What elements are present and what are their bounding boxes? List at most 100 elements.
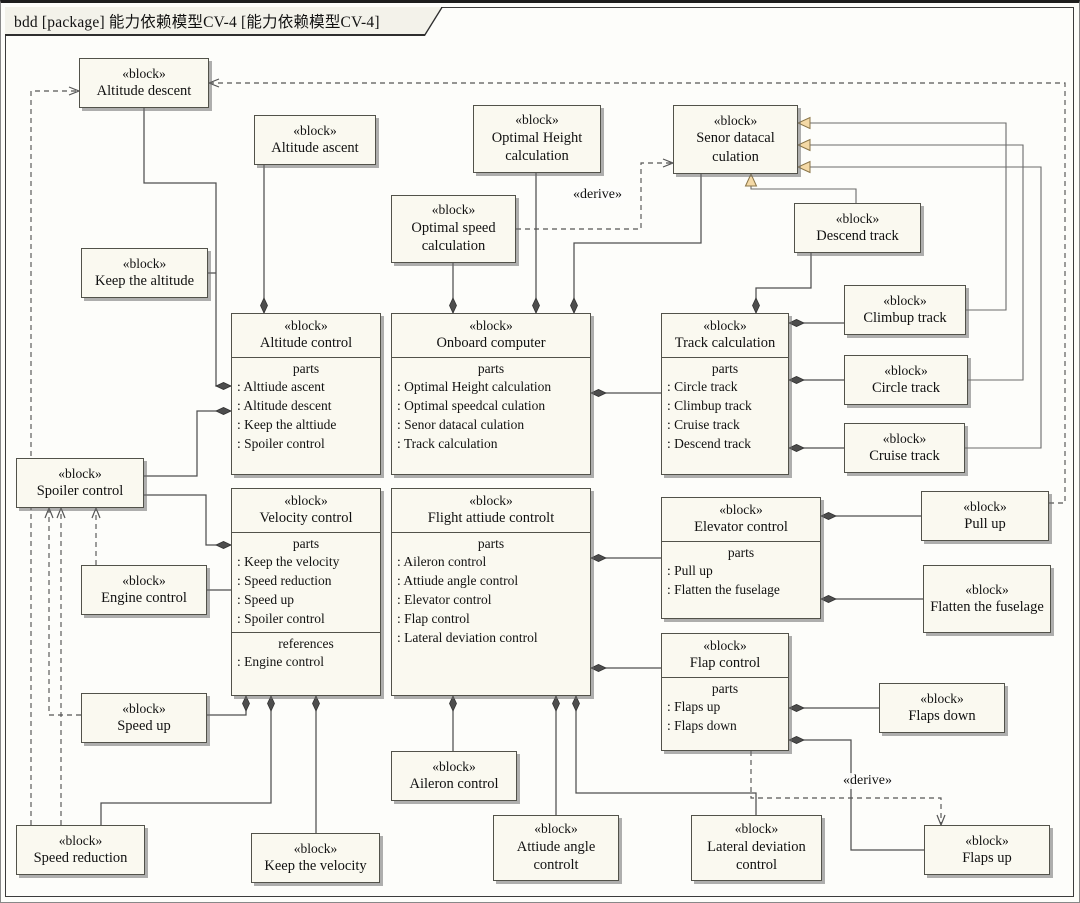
block-name: Elevator control xyxy=(694,519,788,536)
compartment-item: : Altitude descent xyxy=(237,397,332,413)
compartment-item: : Descend track xyxy=(667,435,751,451)
block-name: Flaps down xyxy=(908,707,976,724)
compartment-item: : Optimal Height calculation xyxy=(397,379,552,395)
block-name: Optimal speed calculation xyxy=(411,219,496,255)
block-header: «block»Keep the altitude xyxy=(82,249,207,297)
block-name: Keep the velocity xyxy=(264,857,367,874)
block-flatten-the-fuselage[interactable]: «block»Flatten the fuselage xyxy=(923,565,1051,633)
block-name: Descend track xyxy=(816,227,899,244)
block-circle-track[interactable]: «block»Circle track xyxy=(844,355,968,405)
block-header: «block»Optimal Height calculation xyxy=(474,106,600,172)
block-speed-up[interactable]: «block»Speed up xyxy=(81,693,207,743)
block-header: «block»Engine control xyxy=(82,566,206,614)
block-climbup-track[interactable]: «block»Climbup track xyxy=(844,285,966,335)
block-stereotype: «block» xyxy=(293,122,337,138)
block-name: Speed up xyxy=(117,717,171,734)
block-name: Pull up xyxy=(964,515,1006,532)
block-aileron-control[interactable]: «block»Aileron control xyxy=(391,751,517,801)
compartment-item: : Flatten the fuselage xyxy=(667,581,780,597)
frame-title-tab: bdd [package] 能力依赖模型CV-4 [能力依赖模型CV-4] xyxy=(5,7,443,36)
block-optimal-speed-calculation[interactable]: «block»Optimal speed calculation xyxy=(391,195,516,263)
block-keep-the-velocity[interactable]: «block»Keep the velocity xyxy=(251,833,380,883)
block-stereotype: «block» xyxy=(883,292,927,308)
block-header: «block» Onboard computer xyxy=(392,314,590,357)
block-lateral-deviation-control[interactable]: «block»Lateral deviation control xyxy=(691,815,822,881)
block-name: Cruise track xyxy=(869,447,940,464)
block-flaps-up[interactable]: «block»Flaps up xyxy=(924,825,1050,875)
compartment-item: : Engine control xyxy=(237,653,324,669)
block-optimal-height-calculation[interactable]: «block»Optimal Height calculation xyxy=(473,105,601,173)
block-header: «block»Circle track xyxy=(845,356,967,404)
compartment-label: parts xyxy=(292,535,320,551)
block-stereotype: «block» xyxy=(515,112,559,128)
generalization-circle-track-to-senor xyxy=(796,138,1024,381)
compartment-item: : Keep the alttiude xyxy=(237,416,337,432)
compartment-item: : Speed reduction xyxy=(237,572,332,588)
compartment-item: : Flaps up xyxy=(667,699,721,715)
block-altitude-ascent[interactable]: «block»Altitude ascent xyxy=(254,115,376,165)
block-header: «block»Descend track xyxy=(795,204,920,252)
block-name: Flatten the fuselage xyxy=(930,598,1044,615)
blocks-layer: «block»Altitude descent«block»Altitude a… xyxy=(1,3,1079,902)
block-name: Velocity control xyxy=(259,510,353,527)
compartment-item: : Lateral deviation control xyxy=(397,629,538,645)
block-header: «block»Flap control xyxy=(662,634,788,677)
block-pull-up[interactable]: «block»Pull up xyxy=(921,491,1049,541)
block-stereotype: «block» xyxy=(713,112,758,128)
block-stereotype: «block» xyxy=(920,690,964,706)
derive-label-bottom: «derive» xyxy=(841,773,894,789)
block-name: Spoiler control xyxy=(36,482,124,499)
block-spoiler-control[interactable]: «block»Spoiler control xyxy=(16,458,144,508)
block-name: Altitude control xyxy=(259,335,353,352)
compartment-item: : Alttiude ascent xyxy=(237,379,325,395)
block-stereotype: «block» xyxy=(719,502,763,517)
dependency-pull-up-to-altitude-descent xyxy=(207,78,1066,504)
block-header: «block»Altitude descent xyxy=(80,59,208,107)
block-elevator-control[interactable]: «block» Elevator control parts : Pull up : F… xyxy=(661,497,821,619)
block-name: Circle track xyxy=(871,379,941,396)
compartment-item: : Climbup track xyxy=(667,397,752,413)
block-attiude-angle-controlt[interactable]: «block»Attiude angle controlt xyxy=(493,815,619,881)
block-stereotype: «block» xyxy=(284,318,328,333)
compartment-item: : Elevator control xyxy=(397,591,492,607)
block-cruise-track[interactable]: «block»Cruise track xyxy=(844,423,965,473)
derive-label-top: «derive» xyxy=(571,187,624,203)
compartment-item: : Circle track xyxy=(667,379,738,395)
block-header: «block»Cruise track xyxy=(845,424,964,472)
block-stereotype: «block» xyxy=(469,318,513,333)
block-speed-reduction[interactable]: «block»Speed reduction xyxy=(16,825,145,875)
block-name: Onboard computer xyxy=(436,335,546,352)
block-name: Senor datacal culation xyxy=(696,130,775,165)
block-altitude-descent[interactable]: «block»Altitude descent xyxy=(79,58,209,108)
block-header: «block»Altitude ascent xyxy=(255,116,375,164)
compartment-label: parts xyxy=(727,544,755,560)
compartment-item: : Senor datacal culation xyxy=(397,416,525,432)
compartment-item: : Track calculation xyxy=(397,435,498,451)
block-stereotype: «block» xyxy=(122,65,166,81)
block-keep-the-altitude[interactable]: «block»Keep the altitude xyxy=(81,248,208,298)
block-descend-track[interactable]: «block»Descend track xyxy=(794,203,921,253)
compartment-item: : Spoiler control xyxy=(237,610,325,626)
block-name: Track calculation xyxy=(674,335,776,352)
block-engine-control[interactable]: «block»Engine control xyxy=(81,565,207,615)
block-senor-datacal-culation[interactable]: «block» Senor datacal culation xyxy=(673,105,798,174)
block-name: Keep the altitude xyxy=(94,272,195,289)
block-header: «block»Speed reduction xyxy=(17,826,144,874)
composition-senor-datacal-to-onboard-computer xyxy=(570,174,702,314)
block-header: «block»Spoiler control xyxy=(17,459,143,507)
block-flaps-down[interactable]: «block»Flaps down xyxy=(879,683,1005,733)
compartment-item: : Pull up xyxy=(667,563,713,579)
composition-speed-reduction-to-velocity-control xyxy=(100,695,275,825)
block-stereotype: «block» xyxy=(431,202,476,218)
block-stereotype: «block» xyxy=(122,255,167,271)
block-name: Altitude ascent xyxy=(271,139,359,156)
block-stereotype: «block» xyxy=(293,840,338,856)
block-stereotype: «block» xyxy=(58,465,102,481)
block-header: «block»Flaps up xyxy=(925,826,1049,874)
